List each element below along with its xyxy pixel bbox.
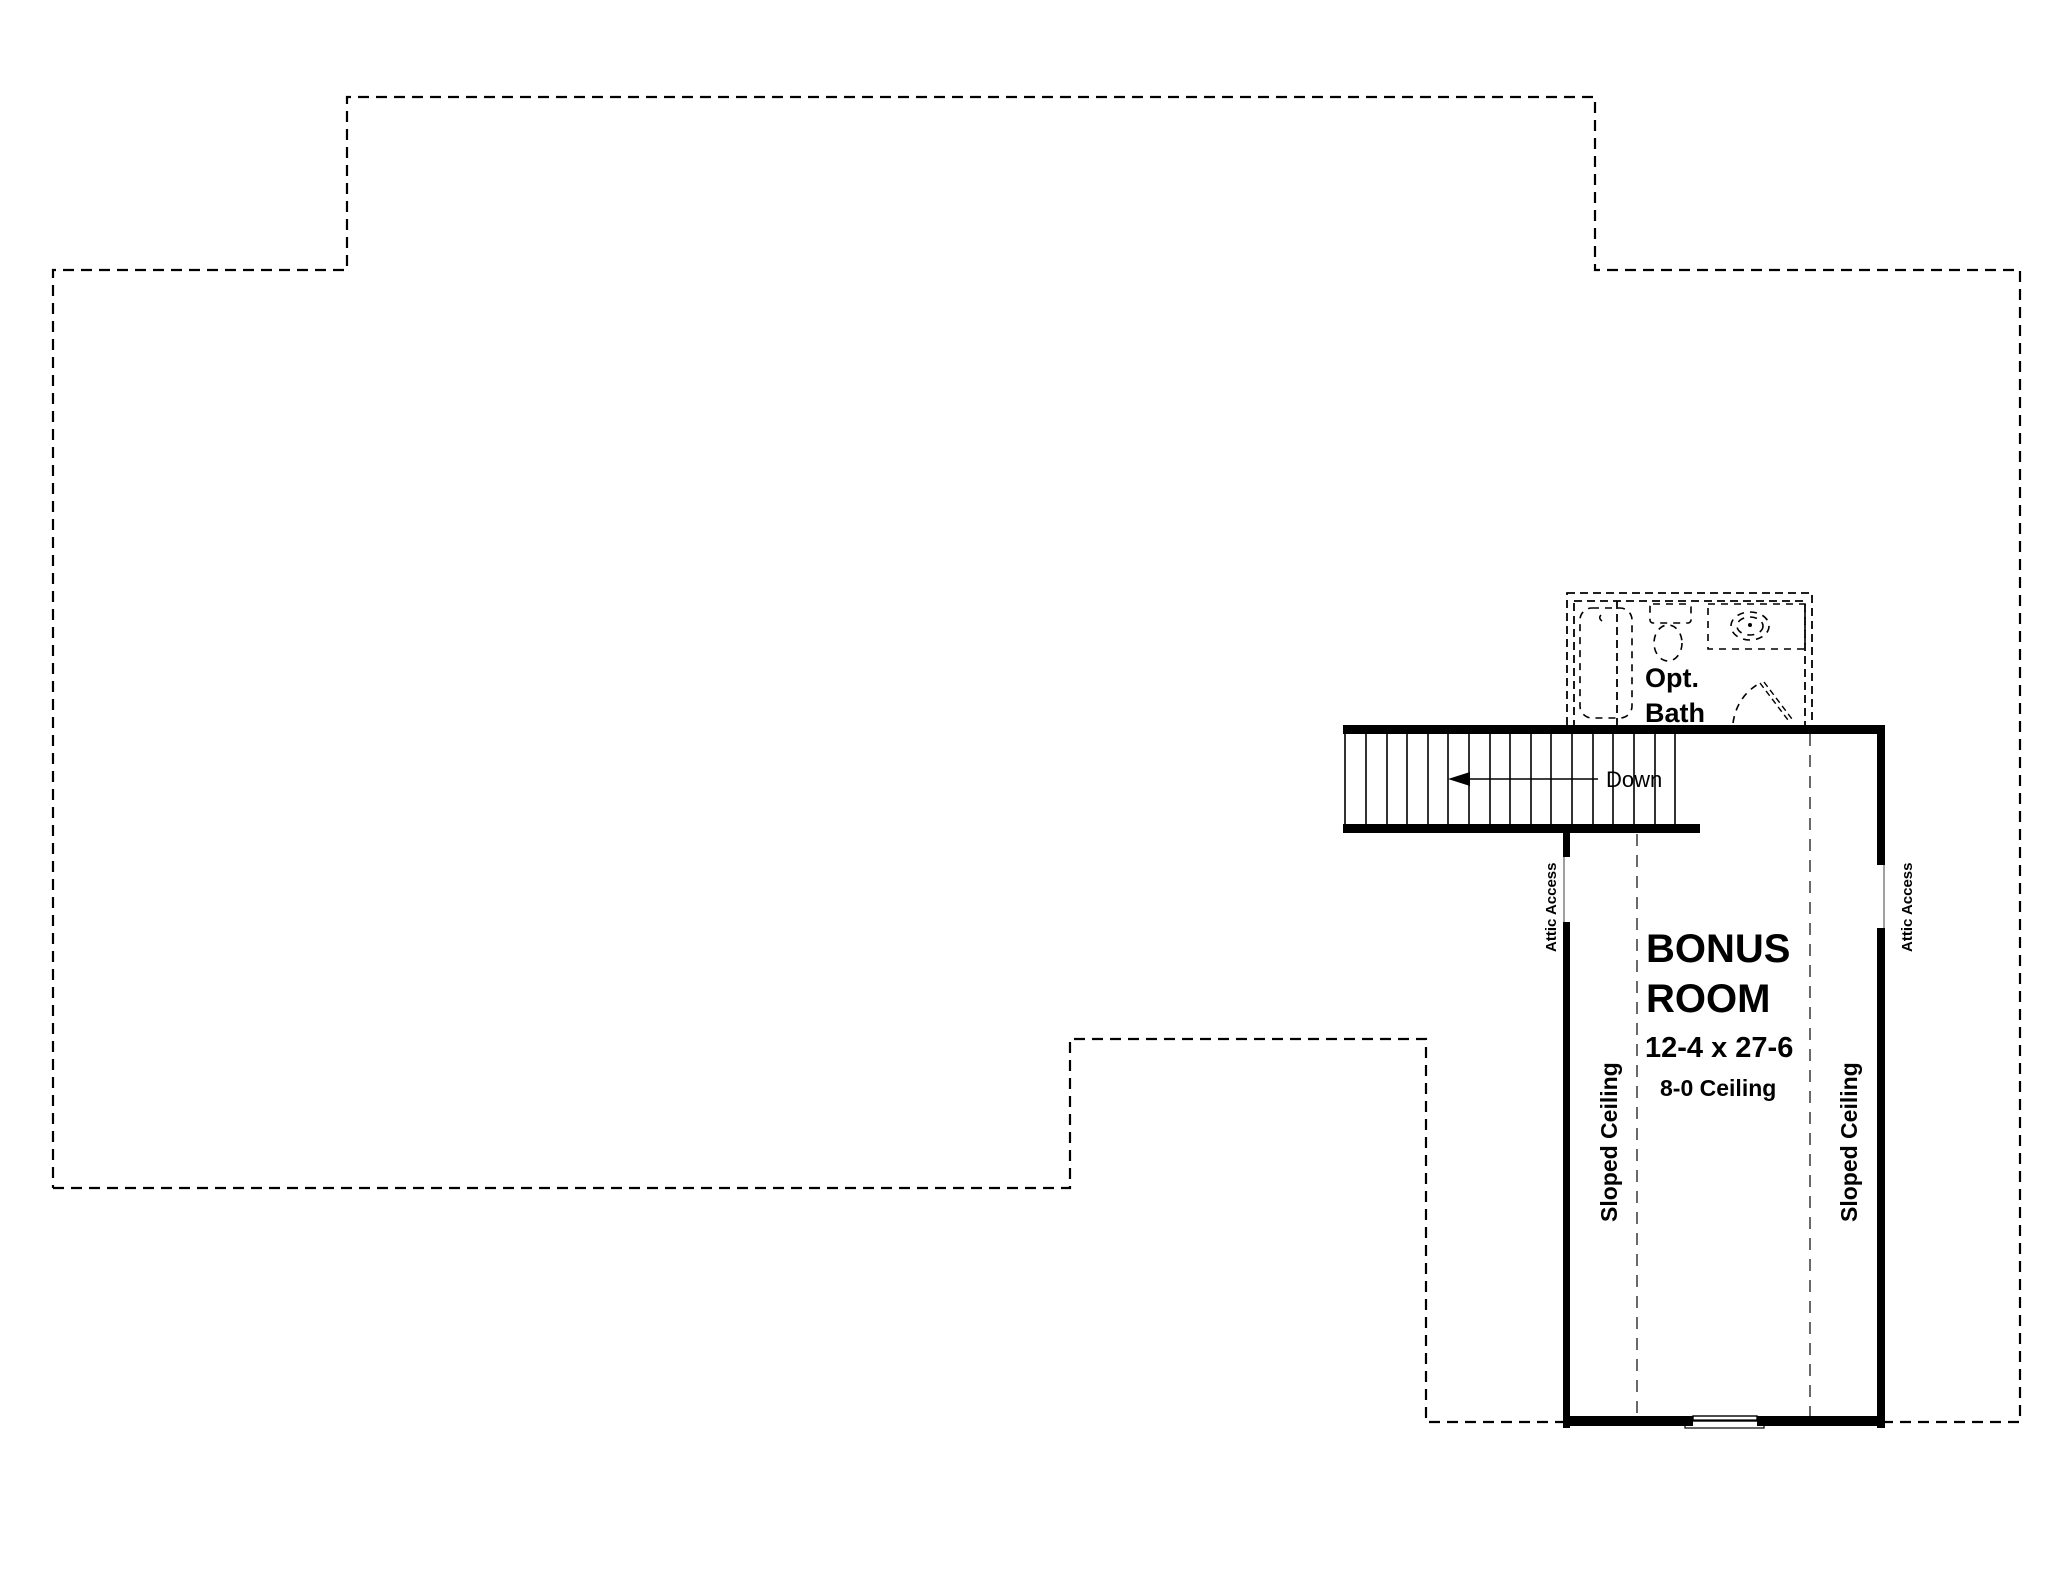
arrow-left-icon [1448, 772, 1598, 786]
bonus-room[interactable]: BONUS ROOM 12-4 x 27-6 8-0 Ceiling [1645, 927, 1793, 1101]
sloped-ceiling-left-label: Sloped Ceiling [1596, 1062, 1622, 1222]
opt-bath-label-line2: Bath [1645, 698, 1705, 728]
right-wall-upper [1877, 725, 1885, 865]
stairs[interactable]: Down [1343, 731, 1700, 833]
bonus-room-label-line1: BONUS [1646, 927, 1790, 971]
left-wall-lower [1563, 922, 1570, 1428]
attic-access-right[interactable]: Attic Access [1883, 863, 1916, 953]
opt-bath-label-line1: Opt. [1645, 663, 1699, 693]
toilet-icon [1649, 603, 1692, 662]
house-footprint-outline [51, 95, 2022, 1424]
bonus-room-dimensions: 12-4 x 27-6 [1645, 1032, 1793, 1064]
sloped-ceiling-right-label: Sloped Ceiling [1836, 1062, 1862, 1222]
attic-access-right-label: Attic Access [1899, 863, 1916, 953]
top-wall [1343, 725, 1885, 734]
attic-access-left-label: Attic Access [1543, 863, 1560, 953]
door-swing-icon [1732, 681, 1793, 724]
attic-access-left[interactable]: Attic Access [1543, 857, 1565, 953]
window-icon [1684, 1415, 1765, 1429]
bonus-room-ceiling-height: 8-0 Ceiling [1660, 1075, 1776, 1101]
sloped-ceiling-lines [1636, 734, 1811, 1416]
bathtub-icon [1579, 607, 1633, 719]
sink-icon [1707, 603, 1806, 650]
stairs-lower-wall [1343, 824, 1700, 833]
left-wall-upper [1563, 828, 1570, 857]
bonus-room-label-line2: ROOM [1646, 977, 1770, 1021]
opt-bath[interactable]: Opt. Bath [1566, 592, 1813, 728]
right-wall-lower [1877, 928, 1885, 1428]
stairs-down-label: Down [1606, 767, 1662, 792]
